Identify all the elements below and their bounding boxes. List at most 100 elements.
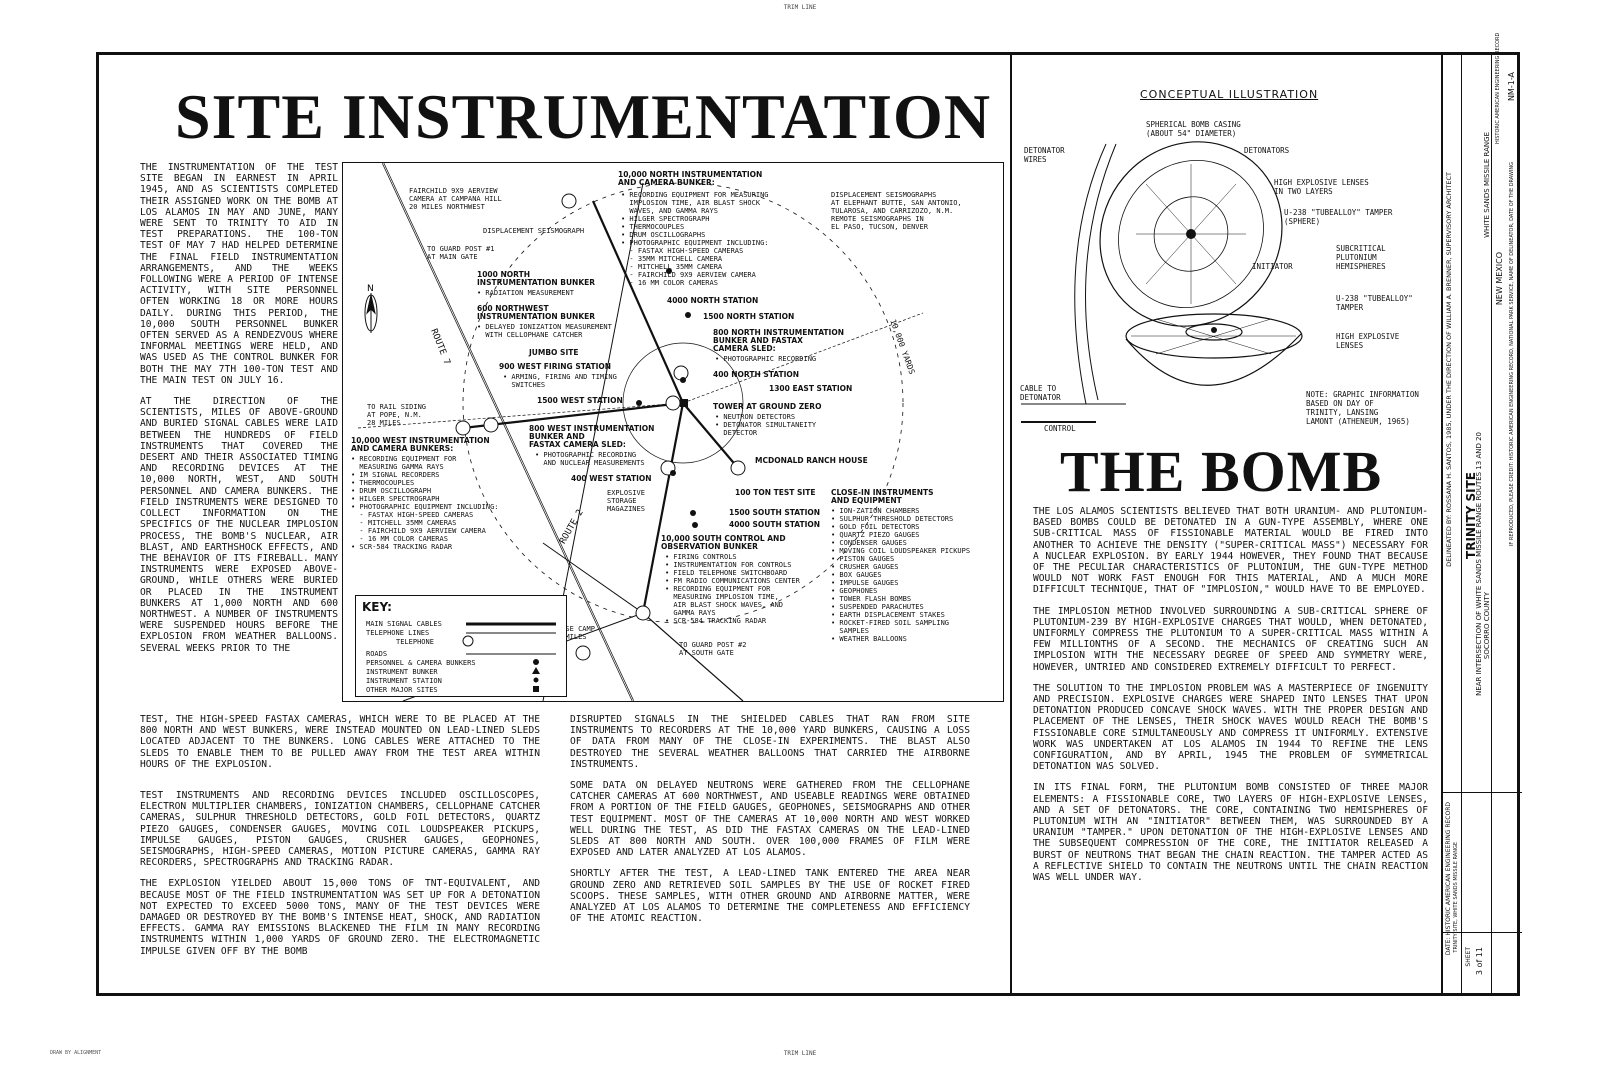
- label-graphic-note: Note: Graphic information based on Day o…: [1306, 390, 1419, 426]
- site-text-lower: Test instruments and recording devices i…: [140, 790, 540, 967]
- label-tower-ground-zero: Tower at Ground Zero: [713, 402, 822, 411]
- label-400-north: 400 North station: [713, 370, 800, 379]
- telephone-ground-zero: [665, 395, 681, 411]
- label-10000-south: 10,000 South control and observation bun…: [661, 534, 786, 551]
- bomb-text-column: The Los Alamos scientists believed that …: [1033, 506, 1428, 893]
- state-name: NEW MEXICO: [1495, 252, 1504, 306]
- label-800-west-items: • Photographic recording and nuclear mea…: [535, 451, 645, 467]
- label-900-west-items: • Arming, firing and timing switches: [503, 373, 617, 389]
- label-detonators: Detonators: [1244, 146, 1290, 155]
- site-map-drawing: N: [357, 163, 924, 701]
- label-displacement-remote: Displacement seismographs at Elephant Bu…: [831, 191, 962, 231]
- label-plutonium-hemispheres: Subcritical plutonium hemispheres: [1336, 244, 1386, 271]
- label-600-northwest-items: • Delayed ionization measurement with ce…: [477, 323, 612, 339]
- label-1500-west: 1500 West station: [537, 396, 623, 405]
- label-10000-north-items: • Recording equipment for measuring impl…: [621, 191, 769, 287]
- signal-cable-ranch: [682, 402, 739, 469]
- label-10000-south-items: • Firing controls • Instrumentation for …: [665, 553, 800, 625]
- site-location: NEAR INTERSECTION OF WHITE SANDS MISSILE…: [1475, 432, 1483, 696]
- title-block: DELINEATED BY: ROSSANA H. SANTOS, 1985, …: [1441, 32, 1522, 996]
- range-circle-10000: [462, 182, 904, 624]
- site-text-continuation: test, the high-speed Fastax cameras, whi…: [140, 714, 540, 780]
- telephone-10000-north: [561, 193, 577, 209]
- initiator-dot: [1186, 229, 1196, 239]
- site-instrumentation-title: SITE INSTRUMENTATION: [175, 81, 992, 152]
- label-jumbo-site: Jumbo site: [529, 348, 579, 357]
- bomb-paragraph-2: The implosion method involved surroundin…: [1033, 605, 1428, 673]
- station-4000-south: [692, 522, 698, 528]
- label-u238-tamper-2: U-238 "Tubealloy" tamper: [1336, 294, 1413, 312]
- telephone-west-junction: [483, 417, 499, 433]
- range-name: WHITE SANDS MISSILE RANGE: [1483, 132, 1491, 238]
- drawing-frame: [96, 52, 1520, 996]
- label-control: Control: [1044, 424, 1076, 433]
- key-row: Instrument bunker: [366, 668, 438, 676]
- signal-cable-south: [641, 402, 685, 614]
- site-paragraph-1: The instrumentation of the test site beg…: [140, 162, 338, 386]
- trim-line-bottom: TRIM LINE: [783, 1050, 817, 1057]
- site-text-column: The instrumentation of the test site beg…: [140, 162, 338, 664]
- label-4000-south: 4000 South station: [729, 520, 821, 529]
- delineator-credit: DELINEATED BY: ROSSANA H. SANTOS, 1985, …: [1445, 172, 1453, 567]
- site-paragraph-4: The explosion yielded about 15,000 tons …: [140, 878, 540, 957]
- key-row: Roads: [366, 650, 388, 658]
- station-1500-west: [636, 400, 642, 406]
- sheet-label: SHEET: [1465, 947, 1472, 967]
- alignment-note: DRAW BY ALIGNMENT: [50, 1050, 102, 1056]
- label-400-west: 400 West station: [571, 474, 652, 483]
- label-600-northwest: 600 Northwest instrumentation bunker: [477, 304, 596, 321]
- site-paragraph-2-cont: test, the high-speed Fastax cameras, whi…: [140, 714, 540, 770]
- record-number: NM-1-A: [1507, 72, 1516, 102]
- bomb-paragraph-1: The Los Alamos scientists believed that …: [1033, 506, 1428, 596]
- label-10000-west: 10,000 West instrumentation and camera b…: [351, 436, 490, 453]
- section-divider: [1010, 52, 1012, 996]
- telephone-10000-west: [455, 420, 471, 436]
- label-1000-north-items: • Radiation measurement: [477, 289, 574, 297]
- site-paragraph-m1: disrupted signals in the shielded cables…: [570, 714, 970, 770]
- the-bomb-title: THE BOMB: [1060, 439, 1383, 504]
- label-close-in-items: • Ion-zation chambers • Sulphur threshol…: [831, 507, 971, 643]
- trim-line-top: TRIM LINE: [783, 4, 817, 11]
- key-row: Main signal cables: [366, 620, 442, 628]
- station-1500-south: [690, 510, 696, 516]
- north-label: N: [367, 284, 374, 294]
- map-key: KEY: Main signal cables Telephone lines …: [355, 595, 567, 697]
- label-rail-siding: To rail siding at Pope, N.M. 28 miles: [367, 403, 427, 427]
- label-1500-north: 1500 North station: [703, 312, 795, 321]
- label-close-in: Close-in instruments and equipment: [831, 488, 934, 505]
- key-row: Other major sites: [366, 686, 438, 694]
- station-100-ton-marker: [670, 470, 676, 476]
- signal-cable-north: [591, 200, 685, 404]
- label-mcdonald-ranch: McDonald Ranch House: [755, 456, 868, 465]
- telephone-mcdonald: [730, 460, 746, 476]
- lower-hemisphere: [1125, 333, 1302, 386]
- site-text-middle: disrupted signals in the shielded cables…: [570, 714, 970, 934]
- record-label: HISTORIC AMERICAN ENGINEERING RECORD: [1495, 32, 1501, 144]
- label-he-lenses-2: High explosive lenses: [1336, 332, 1400, 350]
- bomb-cutaway-drawing: [1020, 141, 1303, 423]
- upper-hemisphere: [1099, 141, 1283, 327]
- county-name: SOCORRO COUNTY: [1483, 592, 1491, 660]
- road-southwest: [542, 542, 644, 614]
- north-arrow: [364, 293, 378, 333]
- bomb-illustration: Spherical bomb casing (about 54" diamete…: [1016, 104, 1441, 434]
- label-1000-north: 1000 North instrumentation bunker: [477, 270, 596, 287]
- telephone-base-camp: [575, 645, 591, 661]
- telephone-10000-south: [635, 605, 651, 621]
- label-fairchild: Fairchild 9x9 aerview camera at Campana …: [409, 187, 502, 211]
- bomb-paragraph-3: The solution to the implosion problem wa…: [1033, 682, 1428, 773]
- label-bomb-casing: Spherical bomb casing (about 54" diamete…: [1146, 120, 1241, 138]
- label-800-north: 800 North instrumentation bunker and Fas…: [713, 328, 844, 353]
- label-guard-post-1: To guard post #1 at main gate: [427, 245, 495, 261]
- label-tower-items: • Neutron detectors • Detonator simultan…: [715, 413, 817, 437]
- label-100-ton-site: 100 ton test site: [735, 488, 816, 497]
- key-symbols: [462, 622, 556, 692]
- road-southeast: [642, 612, 744, 701]
- project-sub: TRINITY SITE, WHITE SANDS MISSILE RANGE: [1453, 842, 1459, 953]
- signal-cable-west: [462, 401, 684, 430]
- ground-zero-marker: [680, 399, 688, 407]
- key-row: Telephone: [396, 638, 434, 646]
- label-10000-west-items: • Recording equipment for measuring gamm…: [351, 455, 499, 551]
- station-4000-north: [666, 268, 672, 274]
- key-row: Instrument station: [366, 677, 442, 685]
